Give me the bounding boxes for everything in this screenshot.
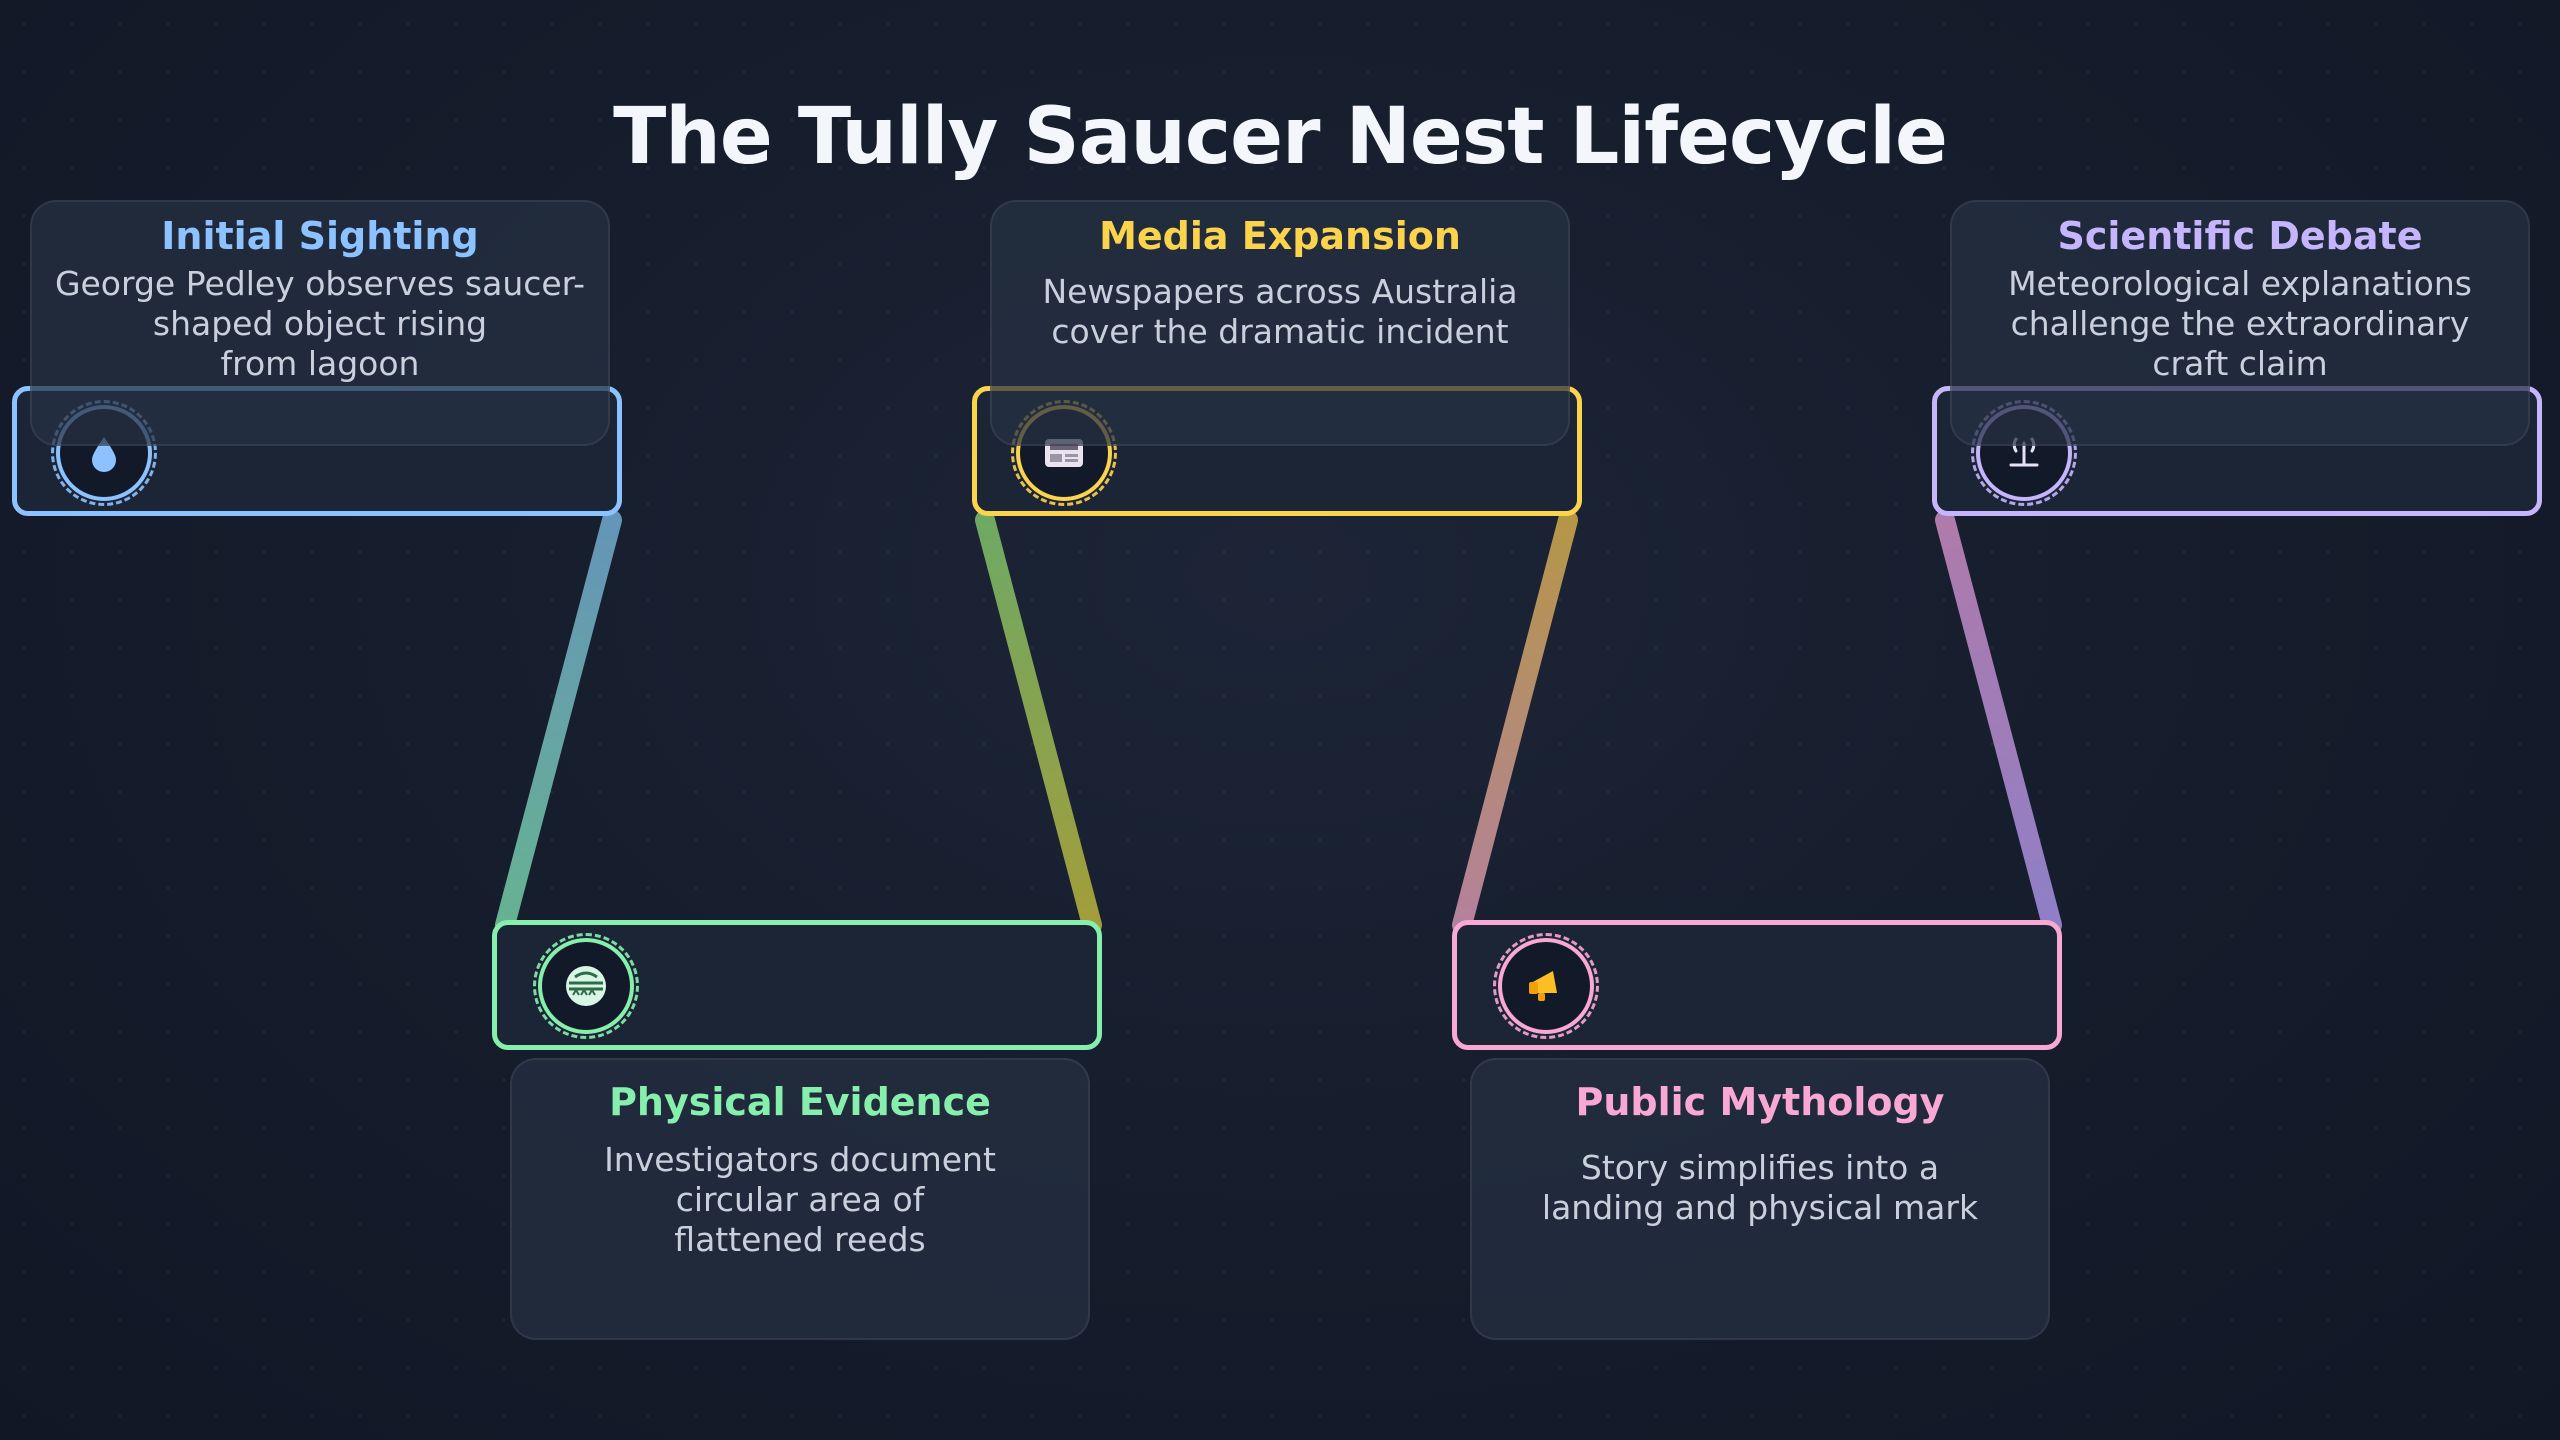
stage-title: Public Mythology <box>1575 1080 1945 1124</box>
connector-2-3 <box>975 510 1102 935</box>
stage-description: Story simplifies into a landing and phys… <box>1541 1148 1979 1227</box>
diagram-title: The Tully Saucer Nest Lifecycle <box>613 92 1948 182</box>
stage-description: Meteorological explanations challenge th… <box>2008 264 2472 383</box>
stage-card-initial-sighting: Initial Sighting George Pedley observes … <box>30 200 610 446</box>
stage-card-media-expansion: Media Expansion Newspapers across Austra… <box>990 200 1570 446</box>
stage-description: Investigators document circular area of … <box>604 1140 996 1259</box>
stage-card-public-mythology: Public Mythology Story simplifies into a… <box>1470 1058 2050 1340</box>
stage-card-scientific-debate: Scientific Debate Meteorological explana… <box>1950 200 2530 446</box>
flattened-reeds-icon <box>533 933 639 1039</box>
stage-description: Newspapers across Australia cover the dr… <box>1042 272 1518 351</box>
connector-1-2 <box>495 510 622 935</box>
megaphone-icon <box>1493 933 1599 1039</box>
stage-card-physical-evidence: Physical Evidence Investigators document… <box>510 1058 1090 1340</box>
connector-3-4 <box>1452 510 1578 935</box>
stage-title: Initial Sighting <box>161 214 479 258</box>
connector-4-5 <box>1935 510 2062 935</box>
stage-title: Physical Evidence <box>609 1080 991 1124</box>
stage-description: George Pedley observes saucer- shaped ob… <box>54 264 586 383</box>
stage-title: Scientific Debate <box>2057 214 2423 258</box>
stage-title: Media Expansion <box>1099 214 1461 258</box>
